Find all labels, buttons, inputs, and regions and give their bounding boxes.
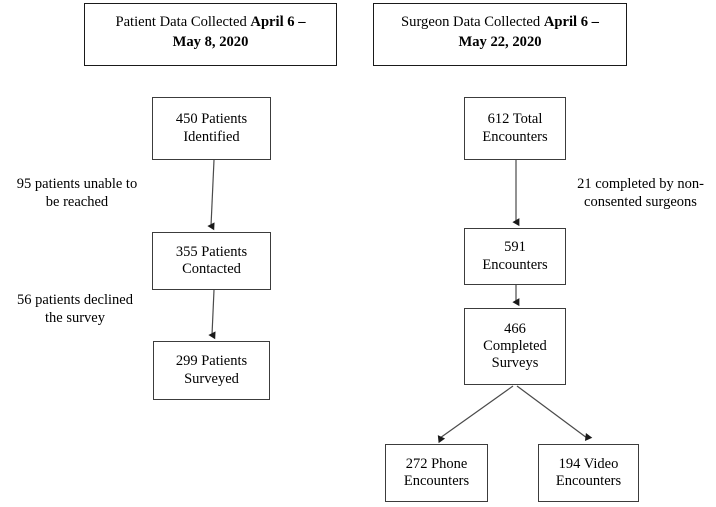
annotation-declined-line2: the survey (45, 309, 105, 326)
node-completed-surveys-line3: Surveys (491, 355, 539, 372)
node-phone-encounters-line1: 272 Phone (405, 455, 468, 472)
node-patients-surveyed-line1: 299 Patients (175, 353, 248, 370)
surgeon-header-line1: Surgeon Data Collected April 6 – (401, 14, 599, 30)
annotation-declined-line1: 56 patients declined (17, 292, 133, 308)
edge-contacted-to-surveyed (208, 289, 216, 340)
node-phone-encounters: 272 Phone Encounters (385, 444, 488, 502)
annotation-non-consented-line2: consented surgeons (584, 193, 697, 210)
annotation-non-consented: 21 completed by non- consented surgeons (565, 176, 716, 211)
node-video-encounters-line1: 194 Video (558, 455, 619, 472)
node-patients-contacted-line2: Contacted (182, 261, 241, 277)
node-consented-encounters-line1: 591 (504, 239, 526, 256)
node-completed-surveys-line2: Completed (483, 337, 547, 354)
node-total-encounters-line2: Encounters (482, 128, 548, 145)
edge-completed-to-video (516, 385, 593, 441)
patient-header-line2: May 8, 2020 (172, 33, 249, 50)
patient-header-line1: Patient Data Collected April 6 – (115, 14, 306, 30)
node-patients-identified: 450 Patients Identified (152, 97, 271, 160)
node-video-encounters: 194 Video Encounters (538, 444, 639, 502)
node-consented-encounters: 591 Encounters (464, 228, 566, 285)
annotation-non-consented-line1: 21 completed by non- (577, 176, 704, 192)
edge-completed-to-phone (437, 385, 514, 444)
edge-identified-to-contacted (207, 159, 215, 231)
node-patients-contacted: 355 Patients Contacted (152, 232, 271, 290)
annotation-unreachable-line2: be reached (45, 193, 109, 210)
node-consented-encounters-line2: Encounters (482, 256, 548, 273)
node-patients-surveyed: 299 Patients Surveyed (153, 341, 270, 400)
node-patients-identified-line1: 450 Patients (175, 111, 248, 128)
patient-data-header-box: Patient Data Collected April 6 – May 8, … (84, 3, 337, 66)
node-video-encounters-line2: Encounters (555, 473, 622, 489)
node-total-encounters-line1: 612 Total (487, 111, 543, 128)
annotation-unreachable-line1: 95 patients unable to (16, 176, 138, 192)
node-completed-surveys: 466 Completed Surveys (464, 308, 566, 385)
node-completed-surveys-line1: 466 (504, 320, 526, 337)
annotation-declined: 56 patients declined the survey (2, 292, 148, 327)
annotation-unreachable: 95 patients unable to be reached (4, 176, 150, 211)
surgeon-header-line2: May 22, 2020 (458, 33, 542, 50)
node-patients-contacted-line1: 355 Patients (175, 243, 248, 260)
surgeon-data-header-box: Surgeon Data Collected April 6 – May 22,… (373, 3, 627, 66)
node-phone-encounters-line2: Encounters (403, 473, 470, 489)
node-total-encounters: 612 Total Encounters (464, 97, 566, 160)
node-patients-surveyed-line2: Surveyed (184, 370, 239, 387)
node-patients-identified-line2: Identified (183, 128, 240, 145)
